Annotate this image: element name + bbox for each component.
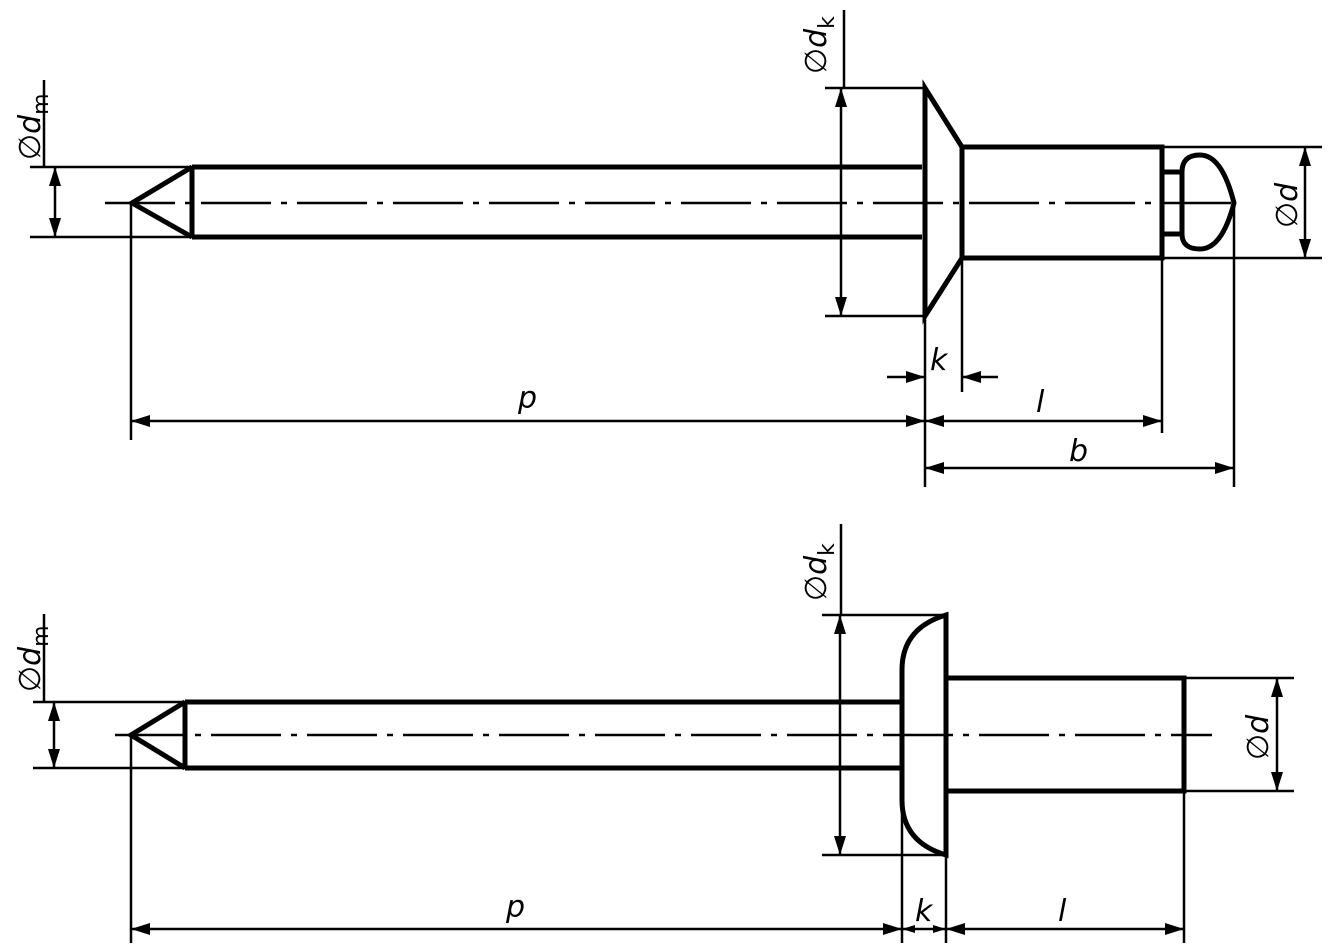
top-dimension-b: b [925,434,1234,474]
top-dm-letter: d [13,114,48,134]
bottom-extension-lines [33,524,1294,943]
top-dk-diameter-symbol: ∅ [799,48,834,74]
bottom-dk-diameter-symbol: ∅ [799,575,834,601]
bottom-dm-diameter-symbol: ∅ [13,666,48,692]
svg-text:∅dm: ∅dm [13,93,54,160]
bottom-mandrel [126,699,900,771]
bottom-dimension-p: p [131,890,902,935]
bottom-dimension-l: l [946,894,1184,935]
bottom-rivet-figure: ∅dm ∅dk ∅d p [13,524,1294,943]
top-dimension-l: l [925,385,1162,427]
bottom-p-label: p [505,890,525,925]
top-dimension-p: p [131,381,925,427]
svg-text:∅dk: ∅dk [799,543,840,601]
top-dimension-d: ∅d [1270,147,1311,258]
svg-text:∅d: ∅d [1270,182,1305,228]
top-d-letter: d [1270,182,1305,202]
bottom-dimension-dk: ∅dk [799,543,846,855]
bottom-dm-subscript: m [29,625,54,646]
bottom-dm-letter: d [13,646,48,666]
bottom-l-label: l [1058,894,1067,929]
bottom-dimension-k: k [902,894,946,933]
top-l-label: l [1036,385,1045,420]
bottom-k-label: k [915,894,934,929]
bottom-d-diameter-symbol: ∅ [1241,734,1276,760]
top-dimension-dk: ∅dk [799,16,847,316]
top-dimension-k: k [887,343,998,383]
bottom-dimension-dm: ∅dm [13,625,60,768]
bottom-d-letter: d [1241,714,1276,734]
top-extension-lines [30,10,1322,487]
top-dm-subscript: m [29,93,54,114]
svg-text:∅d: ∅d [1241,714,1276,760]
top-dm-diameter-symbol: ∅ [13,134,48,160]
top-rivet-figure: ∅dm ∅dk ∅d k [13,10,1322,487]
top-k-label: k [930,343,949,378]
top-d-diameter-symbol: ∅ [1270,202,1305,228]
top-b-label: b [1069,434,1088,469]
top-dk-letter: d [799,28,834,48]
bottom-dimension-d: ∅d [1241,678,1283,791]
top-dk-subscript: k [815,16,840,29]
bottom-rivet-body [943,675,1187,794]
top-p-label: p [517,381,537,416]
top-dimension-dm: ∅dm [13,93,61,237]
svg-text:∅dm: ∅dm [13,625,54,692]
svg-text:∅dk: ∅dk [799,16,840,74]
bottom-dk-subscript: k [815,543,840,556]
bottom-dk-letter: d [799,555,834,575]
